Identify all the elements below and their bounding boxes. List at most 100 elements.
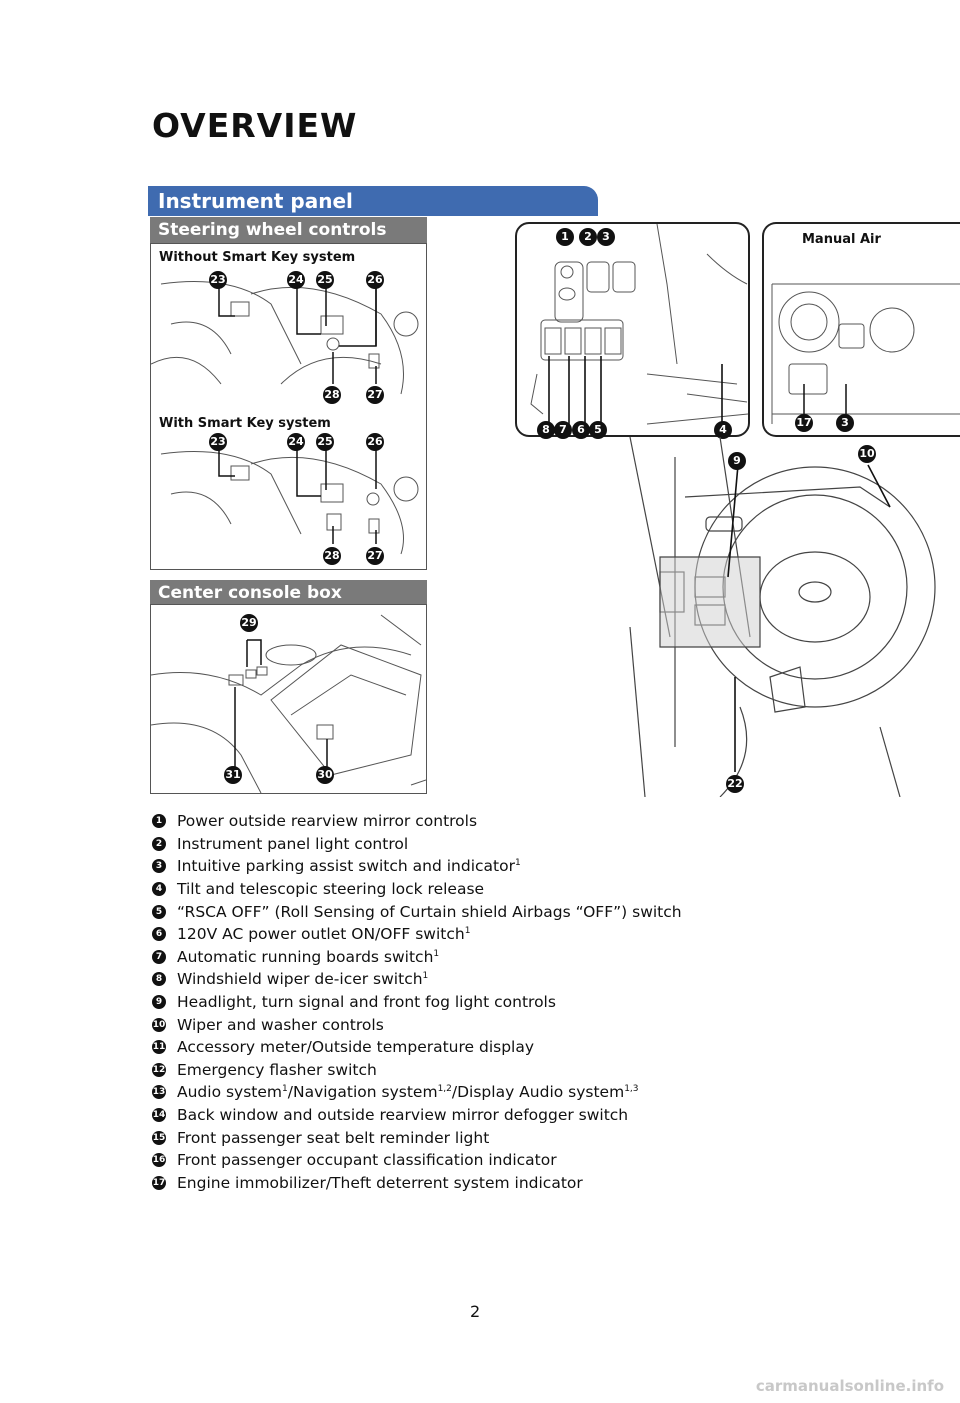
legend-number-badge: 17 [152, 1175, 166, 1190]
callout-3-air: 3 [836, 414, 854, 432]
console-panel [150, 604, 427, 794]
callout-25: 25 [316, 271, 334, 289]
legend-item: 8 Windshield wiper de-icer switch1 [152, 968, 852, 991]
callout-6: 6 [572, 421, 590, 439]
legend-text: Wiper and washer controls [177, 1016, 384, 1034]
legend-item: 1 Power outside rearview mirror controls [152, 810, 852, 833]
legend-text-part: Headlight, turn signal and front fog lig… [177, 993, 556, 1012]
with-smart-key-label: With Smart Key system [159, 416, 331, 431]
footnote-marker: 1,2 [437, 1084, 452, 1095]
callout-26b: 26 [366, 433, 384, 451]
callout-10: 10 [858, 445, 876, 463]
legend-text-part: Audio system [177, 1083, 283, 1102]
callout-25b: 25 [316, 433, 334, 451]
legend-number-badge: 8 [152, 972, 166, 987]
callout-1: 1 [556, 228, 574, 246]
legend-text: 120V AC power outlet ON/OFF switch1 [177, 925, 470, 943]
callout-27b: 27 [366, 547, 384, 565]
footnote-marker: 1,3 [624, 1084, 639, 1095]
callout-28: 28 [323, 386, 341, 404]
callout-24b: 24 [287, 433, 305, 451]
legend-text-part: Instrument panel light control [177, 834, 409, 853]
legend-text: Automatic running boards switch1 [177, 948, 439, 966]
legend-item: 3 Intuitive parking assist switch and ind… [152, 855, 852, 878]
legend-number-badge: 9 [152, 995, 166, 1010]
manual-air-label: Manual Air [802, 232, 881, 247]
steering-header: Steering wheel controls [150, 217, 427, 243]
callout-29: 29 [240, 614, 258, 632]
callout-17: 17 [795, 414, 813, 432]
callout-27: 27 [366, 386, 384, 404]
legend-text: Intuitive parking assist switch and indi… [177, 857, 521, 875]
legend-text: Instrument panel light control [177, 835, 408, 853]
legend-text-part: Engine immobilizer/Theft deterrent syste… [177, 1173, 583, 1192]
legend-number-badge: 3 [152, 859, 166, 874]
legend-text: Engine immobilizer/Theft deterrent syste… [177, 1174, 583, 1192]
legend-number-badge: 13 [152, 1085, 166, 1100]
legend-text: Headlight, turn signal and front fog lig… [177, 993, 556, 1011]
page-title: OVERVIEW [152, 106, 358, 145]
manual-air-illustration [771, 283, 960, 424]
legend-text-part: “RSCA OFF” (Roll Sensing of Curtain shie… [177, 902, 682, 921]
legend-number-badge: 7 [152, 949, 166, 964]
legend-item: 2 Instrument panel light control [152, 833, 852, 856]
callout-5: 5 [589, 421, 607, 439]
legend-text: Front passenger seat belt reminder light [177, 1129, 489, 1147]
legend-number-badge: 2 [152, 836, 166, 851]
legend-text: Power outside rearview mirror controls [177, 812, 477, 830]
legend-number-badge: 16 [152, 1153, 166, 1168]
callout-31: 31 [224, 766, 242, 784]
legend-text-part: /Navigation system [287, 1083, 438, 1102]
legend-list: 1 Power outside rearview mirror controls 2… [152, 810, 852, 1194]
legend-number-badge: 1 [152, 814, 166, 829]
callout-28b: 28 [323, 547, 341, 565]
legend-number-badge: 15 [152, 1130, 166, 1145]
callout-22: 22 [726, 775, 744, 793]
dash-closeup-panel [515, 222, 750, 437]
legend-item: 10 Wiper and washer controls [152, 1013, 852, 1036]
legend-item: 7 Automatic running boards switch1 [152, 946, 852, 969]
legend-text: Accessory meter/Outside temperature disp… [177, 1038, 534, 1056]
legend-text: Front passenger occupant classification … [177, 1151, 557, 1169]
legend-item: 9 Headlight, turn signal and front fog li… [152, 991, 852, 1014]
callout-4: 4 [714, 421, 732, 439]
console-header: Center console box [150, 580, 427, 606]
callout-23b: 23 [209, 433, 227, 451]
legend-text: Windshield wiper de-icer switch1 [177, 970, 428, 988]
steering-panel [150, 243, 427, 570]
dashboard-illustration [629, 437, 936, 797]
legend-text-part: Accessory meter/Outside temperature disp… [177, 1038, 535, 1057]
legend-number-badge: 6 [152, 927, 166, 942]
legend-number-badge: 14 [152, 1108, 166, 1123]
footnote-marker: 1 [422, 971, 429, 982]
footnote-marker: 1 [282, 1084, 288, 1095]
legend-text-part: Power outside rearview mirror controls [177, 812, 478, 831]
legend-text-part: 120V AC power outlet ON/OFF switch [177, 925, 465, 944]
legend-number-badge: 10 [152, 1017, 166, 1032]
legend-text-part: Automatic running boards switch [177, 947, 434, 966]
callout-3: 3 [597, 228, 615, 246]
legend-text: “RSCA OFF” (Roll Sensing of Curtain shie… [177, 903, 682, 921]
legend-text-part: Windshield wiper de-icer switch [177, 970, 423, 989]
legend-text: Back window and outside rearview mirror … [177, 1106, 628, 1124]
legend-item: 14 Back window and outside rearview mirro… [152, 1104, 852, 1127]
dash-closeup-illustration [530, 224, 748, 427]
callout-7: 7 [554, 421, 572, 439]
legend-item: 16 Front passenger occupant classificatio… [152, 1149, 852, 1172]
legend-item: 17 Engine immobilizer/Theft deterrent sys… [152, 1172, 852, 1195]
legend-text-part: Intuitive parking assist switch and indi… [177, 857, 515, 876]
callout-24: 24 [287, 271, 305, 289]
legend-text: Emergency flasher switch [177, 1061, 377, 1079]
legend-text-part: Back window and outside rearview mirror … [177, 1106, 629, 1125]
footnote-marker: 1 [514, 858, 521, 869]
without-smart-key-label: Without Smart Key system [159, 250, 356, 265]
callout-2: 2 [579, 228, 597, 246]
callout-30: 30 [316, 766, 334, 784]
footnote-marker: 1 [464, 926, 471, 937]
legend-number-badge: 12 [152, 1062, 166, 1077]
footnote-marker: 1 [433, 948, 440, 959]
page-number: 2 [470, 1302, 481, 1321]
legend-item: 15 Front passenger seat belt reminder lig… [152, 1126, 852, 1149]
callout-9: 9 [728, 452, 746, 470]
